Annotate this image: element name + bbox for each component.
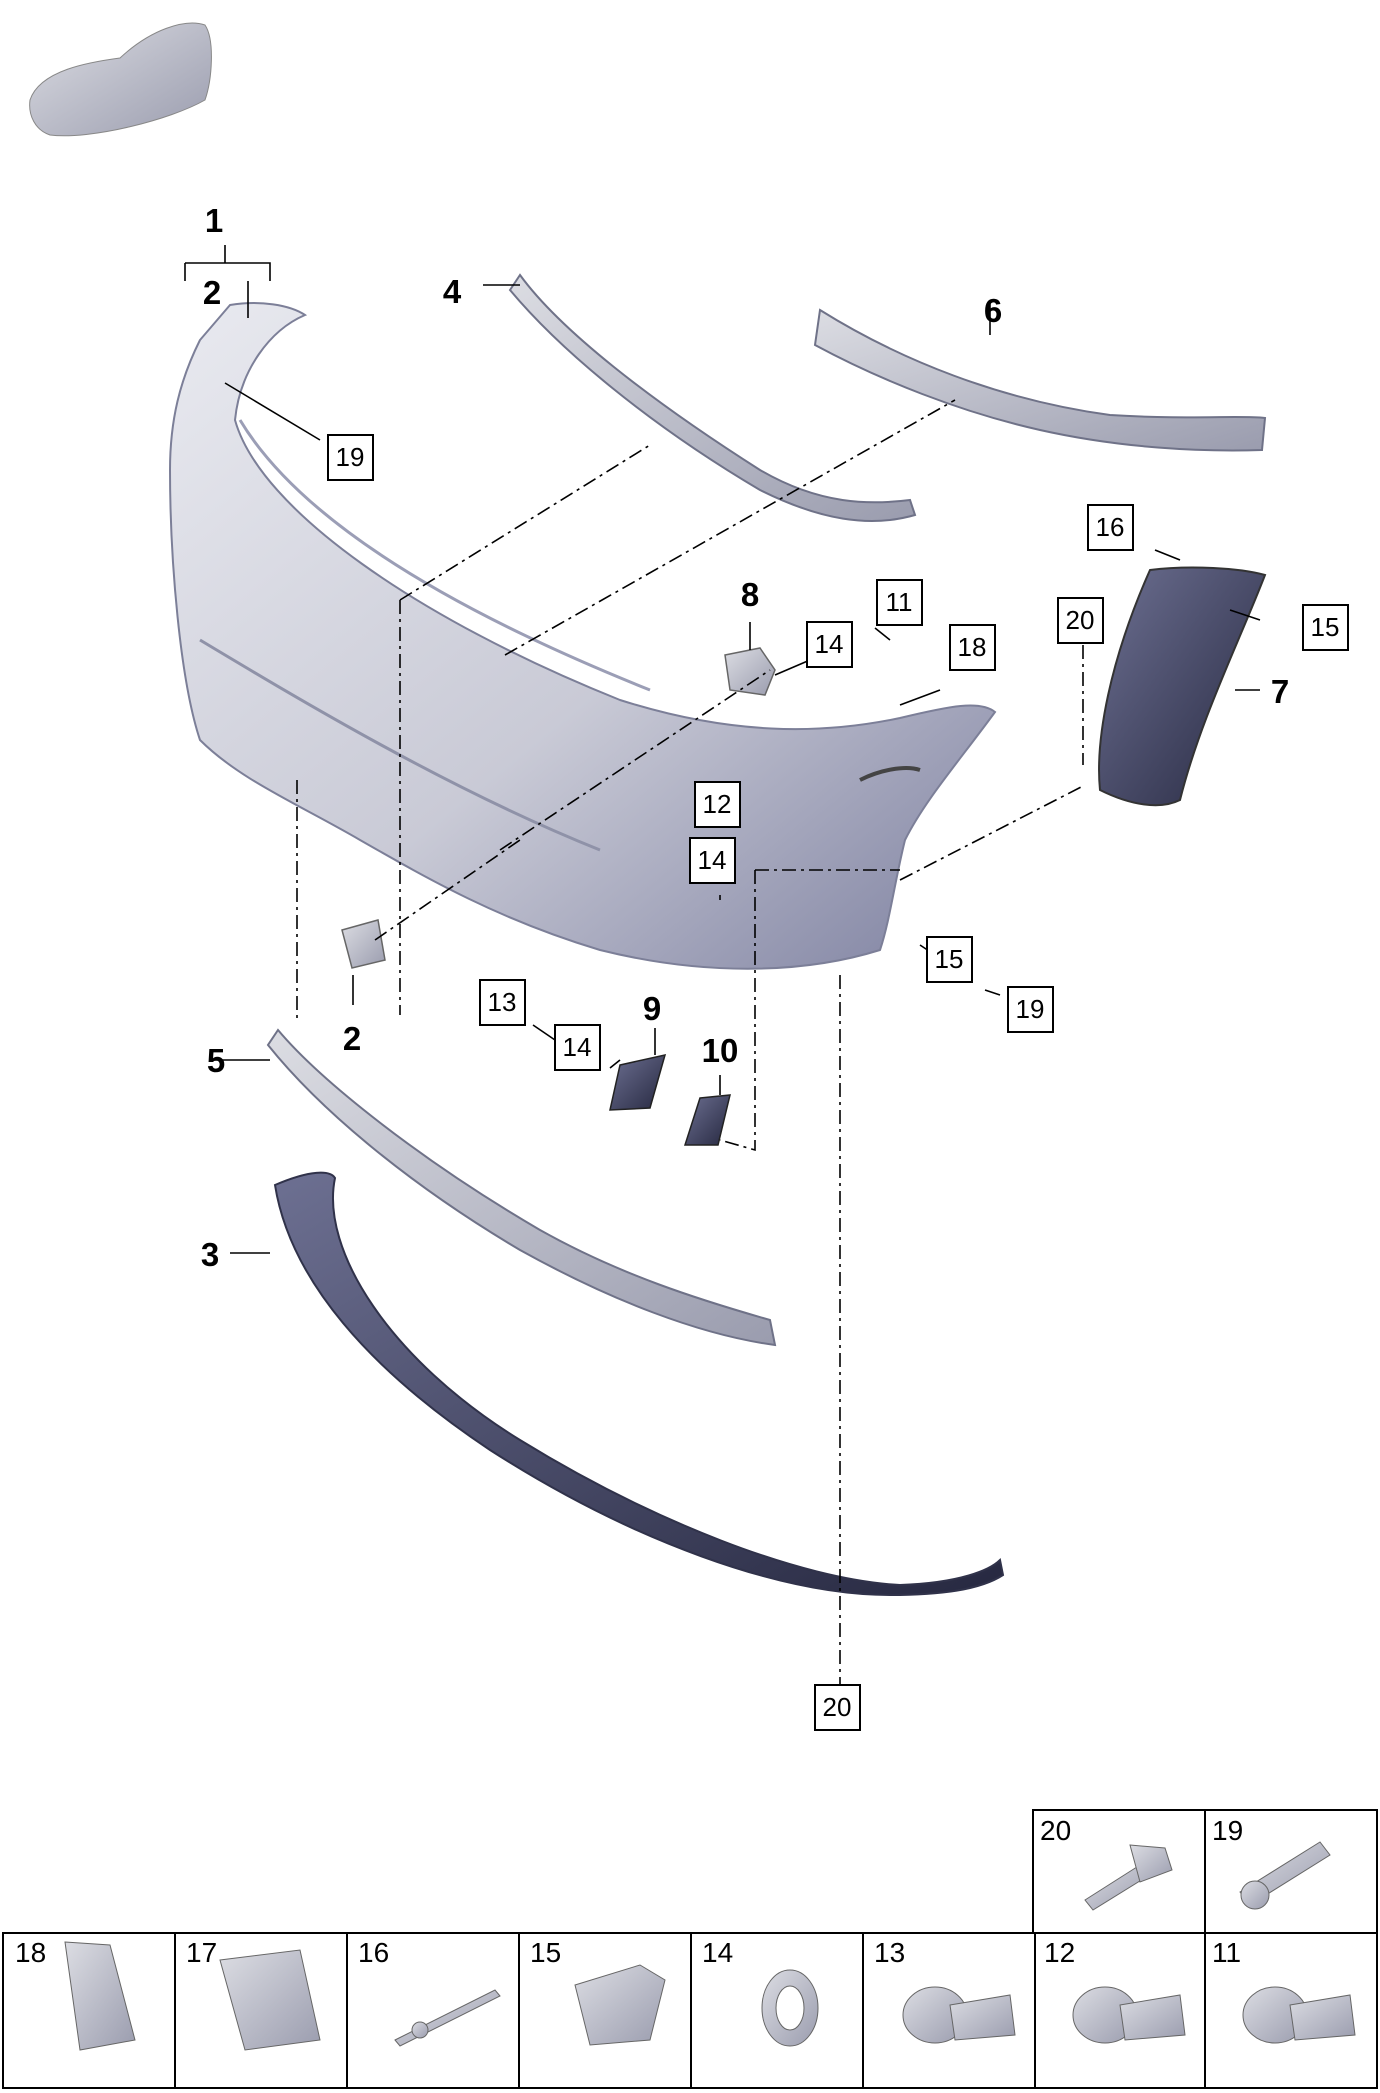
legend-part-icons [64, 1841, 1356, 2051]
callout-6: 6 [984, 292, 1002, 329]
boxed-callout-19-lower: 19 [1007, 986, 1054, 1033]
callout-4: 4 [443, 273, 462, 310]
bracket-clip-icon [219, 1949, 321, 2051]
legend-cell-12: 12 [1044, 1937, 1075, 1968]
svg-text:13: 13 [488, 987, 517, 1017]
leader-lines [184, 245, 1261, 1730]
callout-7: 7 [1271, 673, 1289, 710]
svg-text:15: 15 [935, 944, 964, 974]
svg-text:19: 19 [1016, 994, 1045, 1024]
ring-icon [761, 1969, 819, 2047]
lower-trim-strip-part [266, 1028, 777, 1347]
boxed-callout-14-a: 14 [806, 621, 853, 668]
boxed-callout-18: 18 [949, 624, 996, 671]
svg-text:18: 18 [958, 632, 987, 662]
upper-carrier-part [508, 273, 917, 523]
legend-cell-17: 17 [186, 1937, 217, 1968]
car-silhouette-icon [29, 22, 212, 137]
boxed-callouts: 19 16 20 15 11 14 18 12 [327, 434, 1349, 1731]
boxed-callout-14-c: 14 [554, 1024, 601, 1071]
boxed-callout-20-right: 20 [1057, 597, 1104, 644]
callout-3: 3 [201, 1236, 219, 1273]
spring-nut-icon [64, 1941, 136, 2051]
legend-cell-19: 19 [1212, 1815, 1243, 1846]
bolt-icon [1239, 1841, 1331, 1910]
parking-sensor-icon-13 [902, 1986, 1016, 2044]
callout-10: 10 [702, 1032, 739, 1069]
legend-labels: 20 19 18 17 16 15 14 13 12 11 [15, 1815, 1243, 1968]
boxed-callout-16: 16 [1087, 504, 1134, 551]
boxed-callout-19-left: 19 [327, 434, 374, 481]
front-spoiler-part [273, 1171, 1005, 1597]
boxed-callout-15-lower: 15 [926, 936, 973, 983]
parts-legend [2, 1809, 1378, 2089]
callout-5: 5 [207, 1042, 225, 1079]
sensor-holder-part-10 [683, 1094, 731, 1146]
svg-text:20: 20 [1066, 605, 1095, 635]
holder-clip-icon [574, 1964, 666, 2046]
side-bracket-part [1098, 566, 1267, 807]
callout-2-bottom: 2 [343, 1020, 361, 1057]
parking-sensor-icon-12 [1072, 1986, 1186, 2044]
callout-1: 1 [205, 202, 223, 239]
legend-cell-18: 18 [15, 1937, 46, 1968]
svg-text:12: 12 [703, 789, 732, 819]
svg-text:15: 15 [1311, 612, 1340, 642]
legend-cell-16: 16 [358, 1937, 389, 1968]
legend-cell-13: 13 [874, 1937, 905, 1968]
clip-part-8 [724, 647, 776, 696]
svg-text:19: 19 [336, 442, 365, 472]
tow-hook-cover-part [341, 919, 386, 969]
boxed-callout-12: 12 [694, 781, 741, 828]
front-bumper-cover [168, 302, 997, 970]
legend-cell-11: 11 [1212, 1937, 1241, 1968]
legend-cell-14: 14 [702, 1937, 733, 1968]
boxed-callout-15-right: 15 [1302, 604, 1349, 651]
callout-9: 9 [643, 990, 661, 1027]
svg-text:11: 11 [886, 587, 913, 617]
legend-cell-20: 20 [1040, 1815, 1071, 1846]
svg-text:20: 20 [823, 1692, 852, 1722]
impact-absorber-part [813, 308, 1267, 452]
boxed-callout-14-b: 14 [689, 837, 736, 884]
parking-sensor-icon-11 [1242, 1986, 1356, 2044]
svg-text:16: 16 [1096, 512, 1125, 542]
boxed-callout-11: 11 [876, 579, 923, 626]
pin-rivet-icon [394, 1989, 501, 2047]
svg-text:14: 14 [698, 845, 727, 875]
legend-cell-15: 15 [530, 1937, 561, 1968]
boxed-callout-20-bottom: 20 [814, 1684, 861, 1731]
sensor-holder-part-9 [609, 1053, 667, 1111]
callout-8: 8 [741, 576, 759, 613]
svg-text:14: 14 [563, 1032, 592, 1062]
bold-callouts: 1 2 2 3 4 5 6 7 8 9 10 [201, 202, 1289, 1273]
boxed-callout-13: 13 [479, 979, 526, 1026]
callout-2-top: 2 [203, 274, 221, 311]
push-rivet-icon [1084, 1844, 1173, 1911]
svg-text:14: 14 [815, 629, 844, 659]
